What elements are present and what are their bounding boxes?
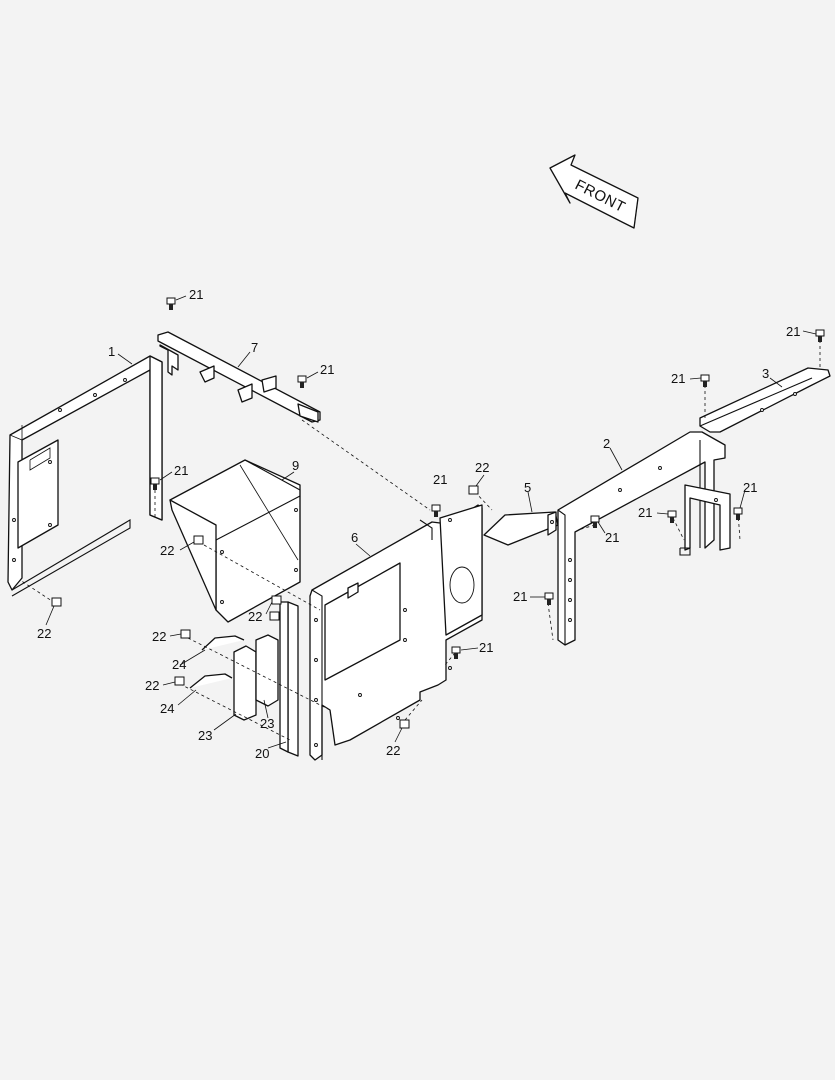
front-arrow: FRONT [549, 154, 639, 229]
label-nut-22-g: 22 [475, 460, 489, 475]
nut-22-g [468, 485, 479, 495]
label-bolt-21-b: 21 [320, 362, 334, 377]
assembly-lines [19, 340, 821, 741]
part-2-frame [557, 431, 731, 646]
bolt-21-f [544, 592, 554, 605]
label-nut-22-b: 22 [160, 543, 174, 558]
leader-lines [45, 295, 817, 749]
part-20-strip [279, 601, 299, 757]
label-part-7: 7 [251, 340, 258, 355]
part-1-side-panel [7, 355, 163, 597]
part-9-bracket [169, 459, 301, 623]
bolt-21-c [150, 477, 160, 490]
label-bolt-21-i: 21 [743, 480, 757, 495]
label-part-2: 2 [603, 436, 610, 451]
part-3-bar [699, 367, 831, 433]
part-23-clamp-a [233, 645, 257, 721]
part-7-top-bar [157, 331, 321, 423]
label-bolt-21-f: 21 [513, 589, 527, 604]
label-nut-22-a: 22 [37, 626, 51, 641]
bolt-21-d [431, 504, 441, 517]
label-bolt-21-j: 21 [671, 371, 685, 386]
bolt-21-g [590, 515, 600, 528]
part-6-center-panel [309, 504, 483, 761]
label-part-1: 1 [108, 344, 115, 359]
part-23-clamp-b [255, 634, 279, 707]
label-bolt-21-d: 21 [433, 472, 447, 487]
label-bolt-21-a: 21 [189, 287, 203, 302]
label-nut-22-d: 22 [145, 678, 159, 693]
label-part-20: 20 [255, 746, 269, 761]
nut-22-d [174, 676, 185, 686]
nut-22-a [51, 597, 62, 607]
label-part-5: 5 [524, 480, 531, 495]
label-part-6: 6 [351, 530, 358, 545]
label-nut-22-f: 22 [386, 743, 400, 758]
bolt-21-b [297, 375, 307, 388]
label-bolt-21-h: 21 [638, 505, 652, 520]
label-bolt-21-e: 21 [479, 640, 493, 655]
bolt-21-h [667, 510, 677, 523]
label-nut-22-e: 22 [248, 609, 262, 624]
bolt-21-i [733, 507, 743, 520]
part-24-bracket-a [201, 635, 245, 651]
nut-22-b [193, 535, 204, 545]
bolt-21-j [700, 374, 710, 387]
label-part-9: 9 [292, 458, 299, 473]
nut-22-e [269, 595, 282, 621]
label-bolt-21-g: 21 [605, 530, 619, 545]
label-bolt-21-k: 21 [786, 324, 800, 339]
label-nut-22-c: 22 [152, 629, 166, 644]
label-part-23-b: 23 [260, 716, 274, 731]
label-part-24-b: 24 [160, 701, 174, 716]
label-bolt-21-c: 21 [174, 463, 188, 478]
bolt-21-e [451, 646, 461, 659]
label-part-24-a: 24 [172, 657, 186, 672]
fasteners [51, 297, 825, 729]
bolt-21-k [815, 329, 825, 342]
label-part-23-a: 23 [198, 728, 212, 743]
callout-labels: 1 7 9 5 6 2 3 20 21 21 21 21 21 21 21 21… [37, 287, 800, 761]
nut-22-c [180, 629, 191, 639]
nut-22-f [399, 719, 410, 729]
label-part-3: 3 [762, 366, 769, 381]
bolt-21-a [166, 297, 176, 310]
part-24-bracket-b [189, 673, 233, 689]
part-5-plate [483, 511, 559, 546]
